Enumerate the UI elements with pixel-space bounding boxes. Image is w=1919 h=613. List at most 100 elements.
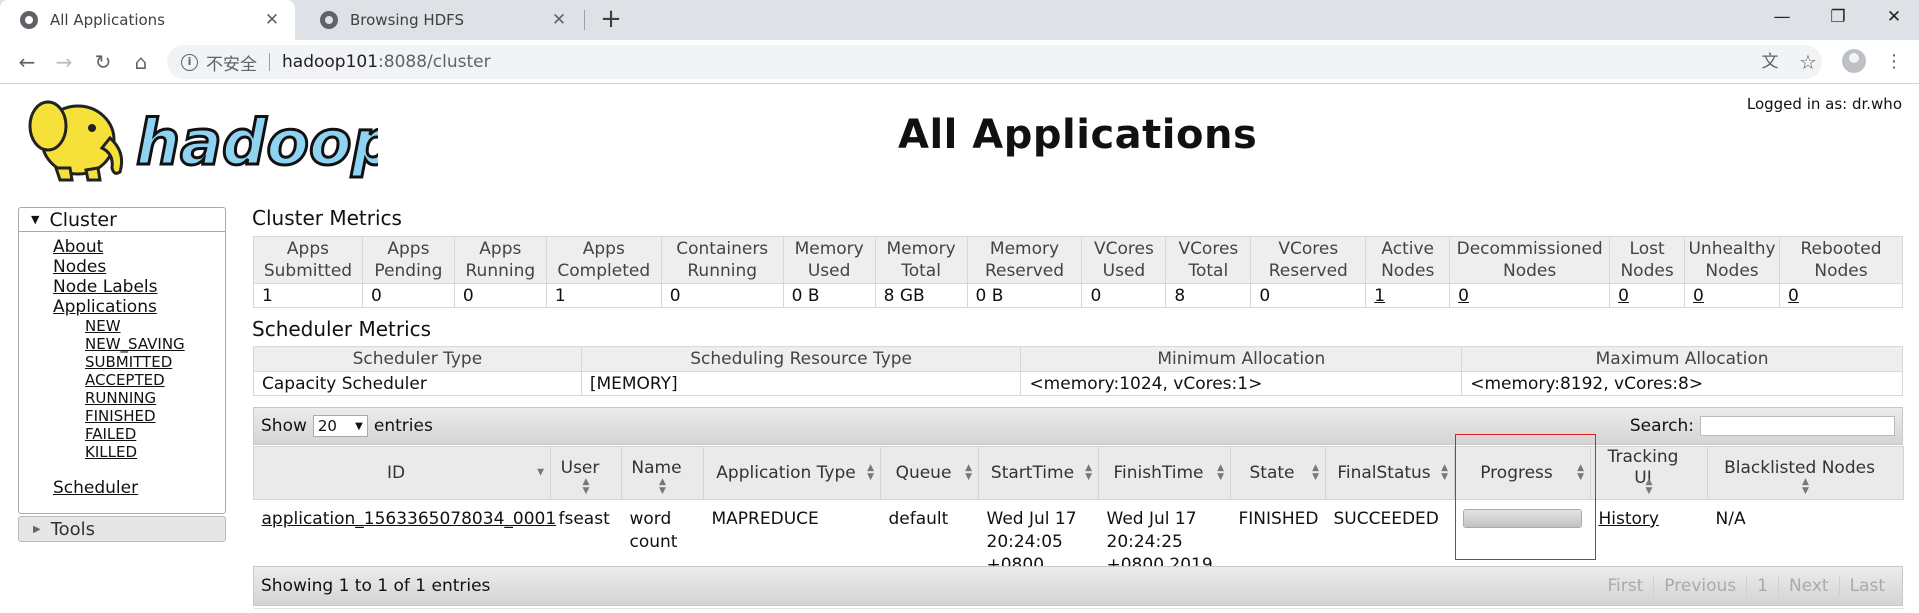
pager-page-1[interactable]: 1: [1746, 576, 1778, 596]
sidebar-item-node-labels[interactable]: Node Labels: [53, 277, 158, 297]
close-icon[interactable]: ✕: [264, 10, 280, 30]
browser-toolbar: ← → ↻ ⌂ i 不安全 hadoop101:8088/cluster 文 ☆…: [0, 40, 1919, 84]
url-path: :8088/cluster: [378, 52, 491, 72]
url-divider: [269, 53, 270, 71]
info-icon[interactable]: i: [181, 53, 198, 71]
entries-select[interactable]: 20 ▼: [312, 415, 368, 437]
cluster-metric-link[interactable]: 0: [1788, 285, 1799, 306]
sidebar-item-submitted[interactable]: SUBMITTED: [85, 353, 173, 371]
column-header-id[interactable]: ID▼: [253, 446, 551, 500]
cluster-metric-value: 1: [253, 283, 363, 308]
sidebar-item-finished[interactable]: FINISHED: [85, 407, 156, 425]
scheduling-resource-type-value: [MEMORY]: [580, 371, 1022, 396]
column-header-tracking-ui[interactable]: Tracking UI▲▼: [1590, 446, 1708, 500]
pager-previous[interactable]: Previous: [1653, 576, 1746, 596]
home-icon[interactable]: ⌂: [134, 50, 148, 74]
sort-icon: ▲▼: [965, 463, 972, 482]
column-header-user[interactable]: User▲▼: [550, 446, 622, 500]
window-close-icon[interactable]: ✕: [1886, 7, 1902, 27]
pager-first[interactable]: First: [1607, 576, 1644, 596]
cluster-metric-link[interactable]: 1: [1374, 285, 1386, 306]
header-label: Blacklisted Nodes: [1724, 457, 1875, 478]
sidebar-item-new[interactable]: NEW: [85, 317, 121, 335]
sidebar-item-about[interactable]: About: [53, 237, 104, 257]
tab-title: Browsing HDFS: [350, 11, 465, 29]
cluster-metric-header-line: Memory: [794, 239, 864, 259]
history-link[interactable]: History: [1598, 509, 1659, 529]
cluster-metric-header-line: Nodes: [1381, 261, 1435, 281]
column-header-finish-time[interactable]: FinishTime▲▼: [1098, 446, 1231, 500]
minimum-allocation-value: <memory:1024, vCores:1>: [1020, 371, 1463, 396]
sidebar-item-failed[interactable]: FAILED: [85, 425, 137, 443]
forward-icon[interactable]: →: [55, 50, 73, 74]
reload-icon[interactable]: ↻: [94, 50, 112, 74]
minimize-icon[interactable]: —: [1773, 7, 1791, 27]
back-icon[interactable]: ←: [18, 50, 36, 74]
header-label: FinalStatus: [1337, 462, 1431, 483]
tab-divider: [584, 10, 585, 30]
tools-toggle[interactable]: ▶ Tools: [18, 516, 226, 542]
column-header-application-type[interactable]: Application Type▲▼: [703, 446, 881, 500]
column-header-name[interactable]: Name▲▼: [621, 446, 704, 500]
sidebar-item-new-saving[interactable]: NEW_SAVING: [85, 335, 185, 353]
pager-last[interactable]: Last: [1838, 576, 1895, 596]
sidebar-item-scheduler[interactable]: Scheduler: [53, 478, 139, 498]
close-icon[interactable]: ✕: [551, 10, 567, 30]
column-header-blacklisted-nodes[interactable]: Blacklisted Nodes▲▼: [1707, 446, 1904, 500]
cluster-metric-header-line: Running: [465, 261, 536, 281]
cluster-metric-header-line: Rebooted: [1800, 239, 1882, 259]
tab-all-applications[interactable]: All Applications ✕: [0, 0, 295, 40]
new-tab-icon[interactable]: +: [600, 4, 622, 34]
cluster-metric-value: 0: [453, 283, 547, 308]
cluster-metric-header-line: Unhealthy: [1688, 239, 1776, 259]
column-header-final-status[interactable]: FinalStatus ▲▼: [1325, 446, 1455, 500]
cluster-metric-link[interactable]: 0: [1693, 285, 1704, 306]
cluster-metric-header-line: Total: [901, 261, 941, 281]
sidebar-item-applications[interactable]: Applications: [53, 297, 157, 317]
scheduler-type-value: Capacity Scheduler: [253, 371, 582, 396]
header-label: Progress: [1480, 462, 1553, 483]
column-header-start-time[interactable]: StartTime▲▼: [978, 446, 1099, 500]
column-header-queue[interactable]: Queue▲▼: [880, 446, 979, 500]
sidebar-item-nodes[interactable]: Nodes: [53, 257, 107, 277]
address-bar[interactable]: i 不安全 hadoop101:8088/cluster: [167, 45, 1822, 79]
cluster-label: Cluster: [49, 208, 117, 231]
sidebar-item-accepted[interactable]: ACCEPTED: [85, 371, 165, 389]
application-id-link[interactable]: application_1563365078034_0001: [261, 509, 557, 529]
table-info: Showing 1 to 1 of 1 entries: [261, 576, 491, 596]
sort-icon: ▲▼: [659, 477, 666, 496]
search-input[interactable]: [1700, 416, 1895, 436]
table-controls-bar: Show 20 ▼ entries Search:: [253, 407, 1903, 445]
caret-down-icon: ▼: [355, 420, 363, 432]
menu-icon[interactable]: ⋮: [1885, 51, 1903, 72]
profile-avatar-icon[interactable]: [1842, 49, 1866, 73]
column-header-state[interactable]: State▲▼: [1230, 446, 1326, 500]
globe-icon: [20, 11, 38, 29]
maximum-allocation-header: Maximum Allocation: [1461, 346, 1903, 372]
progress-bar: [1462, 509, 1582, 528]
maximize-icon[interactable]: ❐: [1830, 7, 1846, 27]
sort-icon: ▲▼: [1441, 463, 1448, 482]
sort-icon: ▲▼: [1312, 463, 1319, 482]
search-wrap: Search:: [1630, 416, 1895, 436]
bookmark-star-icon[interactable]: ☆: [1799, 50, 1817, 74]
column-header-progress[interactable]: Progress▲▼: [1454, 446, 1591, 500]
cluster-toggle[interactable]: ▼ Cluster: [19, 208, 225, 232]
progress-highlight-box: [1455, 434, 1596, 560]
tab-browsing-hdfs[interactable]: Browsing HDFS ✕: [300, 0, 582, 40]
sidebar-item-killed[interactable]: KILLED: [85, 443, 138, 461]
scheduler-metrics-title: Scheduler Metrics: [252, 317, 432, 341]
cluster-metric-link[interactable]: 0: [1458, 285, 1469, 306]
translate-icon[interactable]: 文: [1761, 52, 1779, 72]
sidebar-item-running[interactable]: RUNNING: [85, 389, 157, 407]
cluster-metric-header-line: Total: [1188, 261, 1229, 281]
pager-next[interactable]: Next: [1777, 576, 1839, 596]
cluster-metric-link[interactable]: 0: [1618, 285, 1629, 306]
